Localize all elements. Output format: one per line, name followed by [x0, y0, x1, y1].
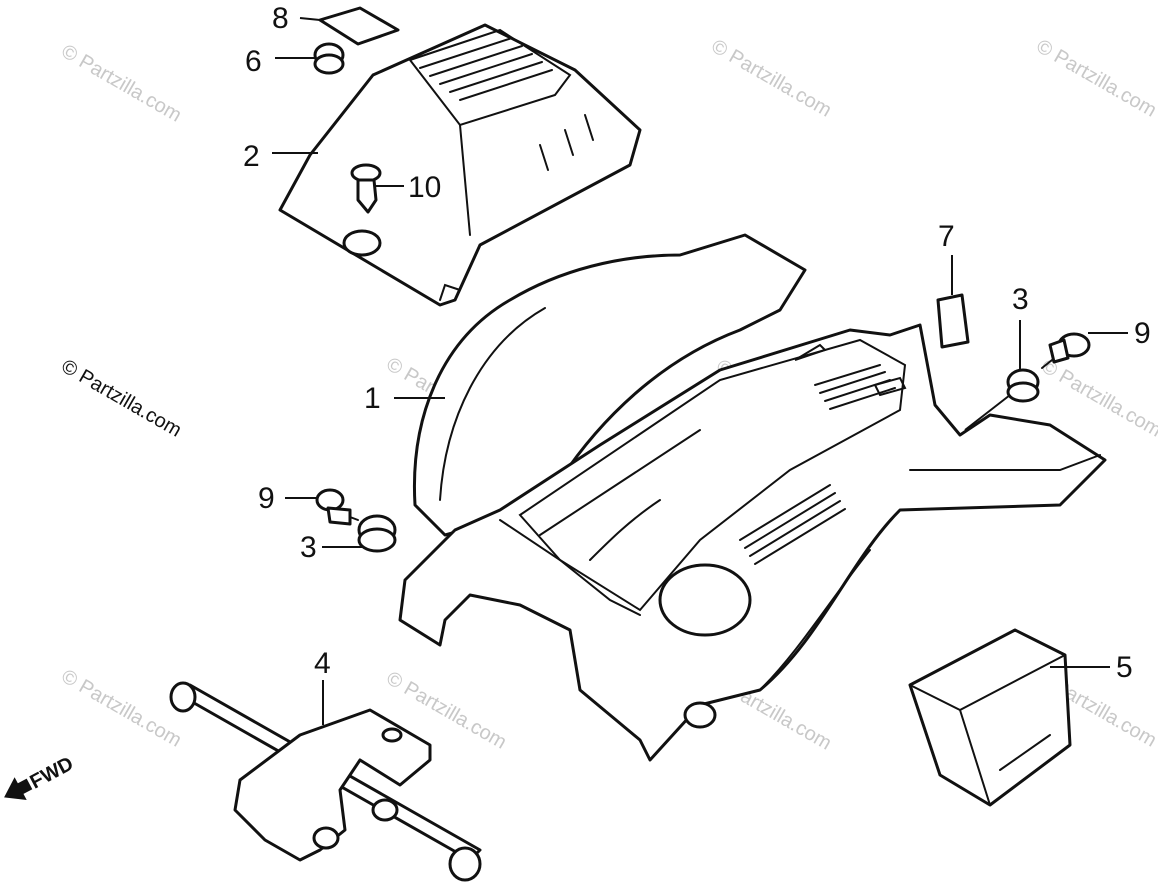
callout-9-right: 9	[1134, 317, 1151, 350]
callout-6: 6	[245, 45, 262, 78]
callout-5: 5	[1116, 651, 1133, 684]
part-10-clip	[350, 163, 382, 214]
callout-9-left: 9	[258, 482, 275, 515]
part-7-label	[936, 293, 970, 349]
watermark: © Partzilla.com	[58, 40, 186, 126]
callout-10: 10	[408, 171, 441, 204]
callout-1: 1	[364, 382, 381, 415]
watermark: © Partzilla.com	[708, 35, 836, 121]
fwd-label: FWD	[27, 753, 78, 794]
part-3-grommet-right	[1006, 368, 1040, 403]
part-4-bracket	[169, 681, 482, 882]
leader-lines	[272, 17, 1128, 725]
watermark: © Partzilla.com	[1033, 35, 1158, 121]
watermark: © Partzilla.com	[58, 665, 186, 751]
callout-2: 2	[243, 140, 260, 173]
part-5-box	[908, 628, 1072, 807]
callout-3-right: 3	[1012, 283, 1029, 316]
part-2-cover	[278, 23, 642, 307]
part-9-bolt-right	[1041, 332, 1091, 369]
watermark-dark: © Partzilla.com	[58, 355, 186, 441]
fwd-direction-indicator: FWD	[4, 753, 78, 800]
callout-4: 4	[314, 647, 331, 680]
callouts: 8 6 2 10 1 7 3 9 9 3 4 5	[243, 2, 1151, 684]
part-6-grommet	[313, 42, 345, 75]
part-1-fender	[398, 233, 1107, 762]
callout-8: 8	[272, 2, 289, 35]
part-9-bolt-left	[315, 488, 359, 526]
part-8-label	[318, 6, 400, 46]
part-3-grommet-left	[357, 514, 397, 553]
arrow-left-icon	[4, 777, 33, 800]
callout-7: 7	[938, 220, 955, 253]
callout-3-left: 3	[300, 531, 317, 564]
